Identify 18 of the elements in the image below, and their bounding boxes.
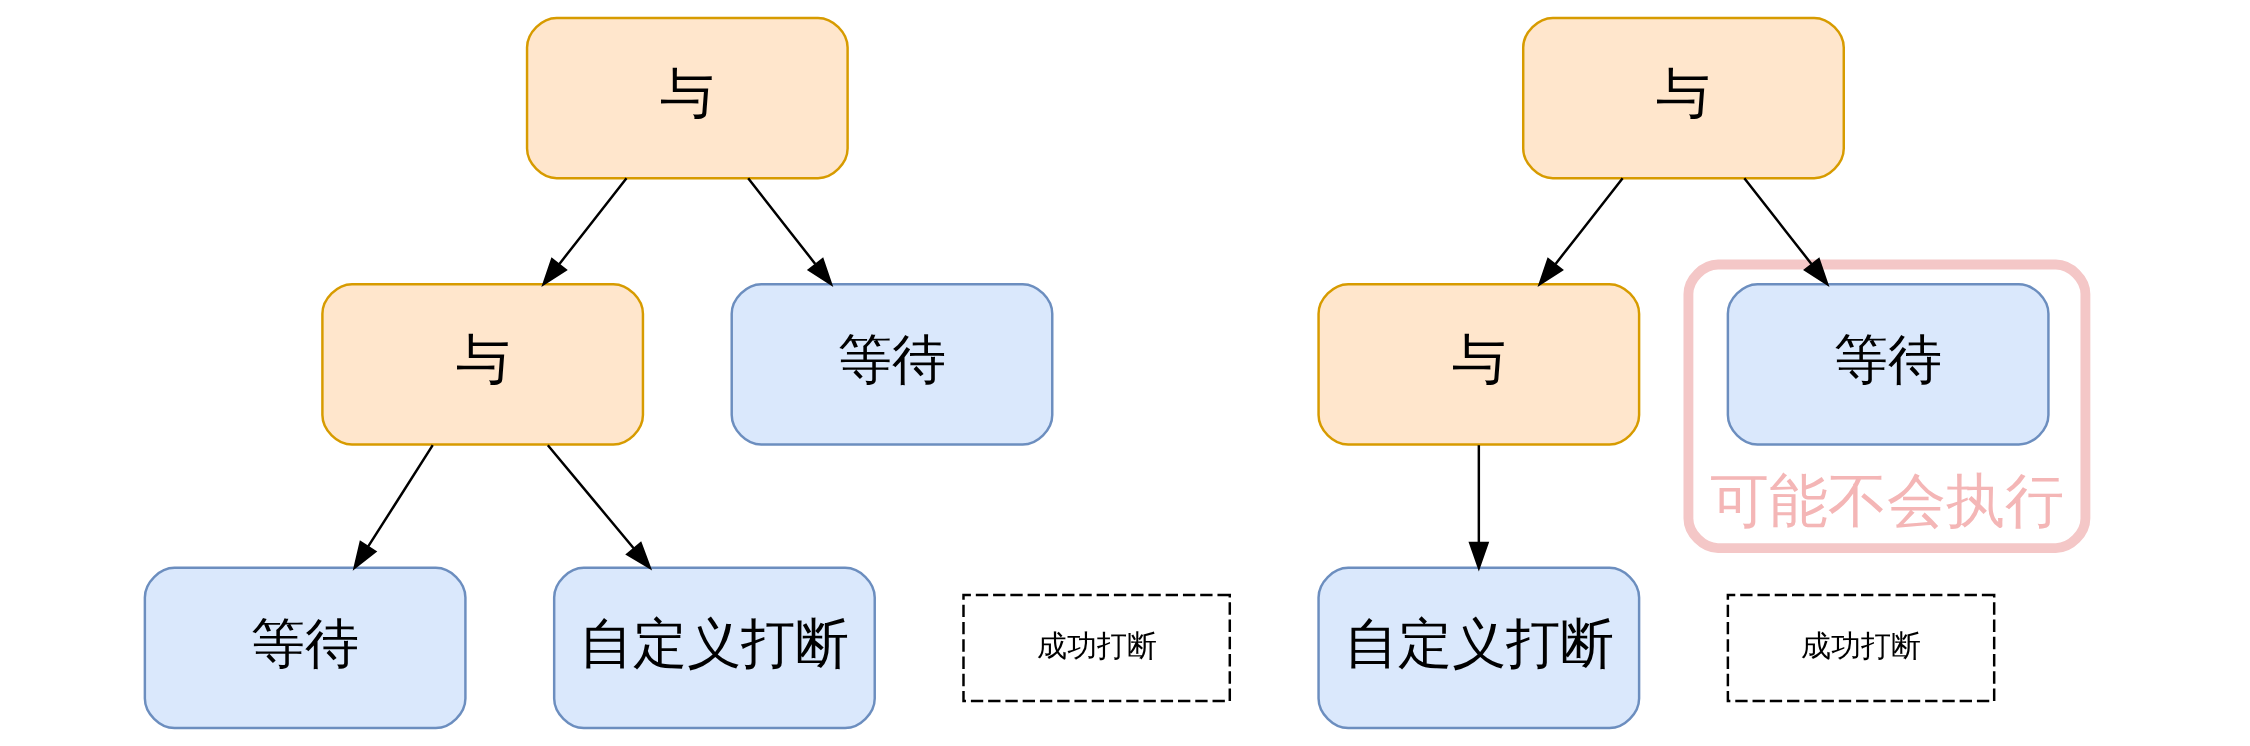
node-box: 与 [321, 283, 645, 446]
arrow [1537, 177, 1624, 287]
node-box: 成功打断 [962, 593, 1232, 703]
node-box: 等待 [1726, 283, 2050, 446]
node-box: 成功打断 [1726, 593, 1996, 703]
node-box: 与 [1317, 283, 1641, 446]
arrow [546, 444, 653, 571]
arrow [1468, 445, 1490, 572]
arrow [352, 444, 434, 571]
arrow [1743, 177, 1830, 287]
node-box: 自定义打断 [1317, 566, 1641, 730]
arrow [747, 177, 834, 287]
node-box: 等待 [143, 566, 467, 730]
node-box: 与 [1522, 16, 1845, 180]
arrow [541, 177, 628, 287]
node-box: 自定义打断 [552, 566, 876, 730]
node-box: 等待 [730, 283, 1054, 446]
node-box: 与 [525, 16, 849, 180]
